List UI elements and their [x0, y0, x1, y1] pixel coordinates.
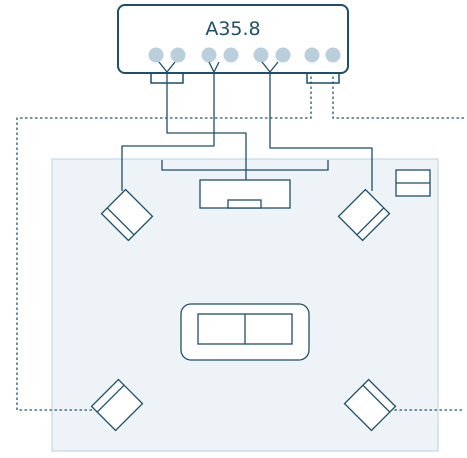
terminal-1 [148, 47, 164, 63]
rear-right-speaker [343, 378, 397, 432]
terminal-3 [201, 47, 217, 63]
amplifier-model-label: A35.8 [205, 18, 260, 40]
terminal-leads [158, 61, 279, 74]
terminal-2 [170, 47, 186, 63]
terminal-5 [253, 47, 269, 63]
terminal-7 [304, 47, 320, 63]
subwoofer [395, 169, 431, 197]
rear-left-speaker [90, 378, 144, 432]
terminal-4 [223, 47, 239, 63]
amplifier-terminals [148, 47, 341, 63]
tv [161, 160, 329, 209]
terminal-8 [325, 47, 341, 63]
front-speaker-wiring [121, 72, 373, 191]
terminal-6 [275, 47, 291, 63]
tv-stand-base [227, 199, 262, 209]
front-right-speaker [337, 188, 391, 242]
front-left-speaker [100, 188, 154, 242]
sofa [180, 303, 310, 361]
